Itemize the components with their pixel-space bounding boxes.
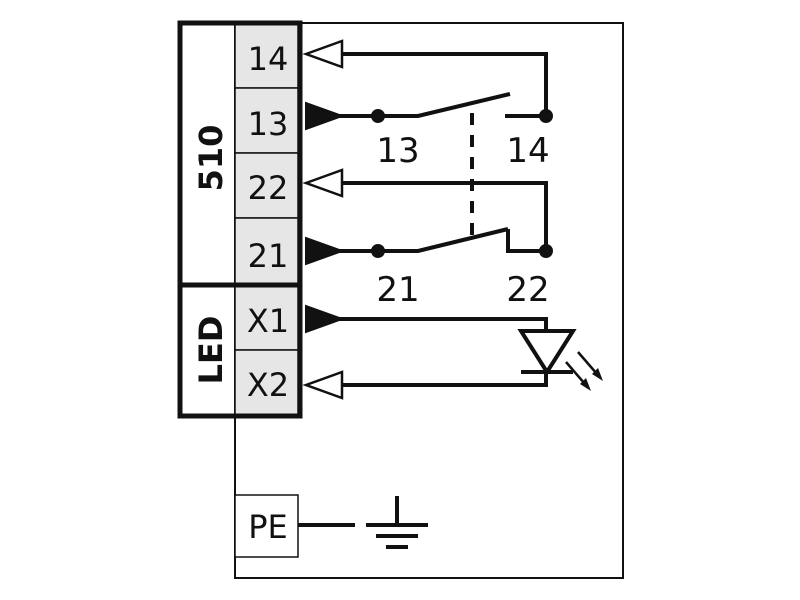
terminal-label-22: 22 bbox=[248, 169, 289, 207]
terminal-x2 bbox=[234, 349, 299, 416]
output-arrow-14 bbox=[302, 39, 344, 69]
contact-label-14: 14 bbox=[506, 131, 549, 171]
contact-node-22 bbox=[539, 244, 553, 258]
terminal-label-pe: PE bbox=[248, 508, 288, 546]
contact-label-22: 22 bbox=[506, 270, 549, 310]
led-circuit bbox=[306, 317, 548, 387]
group-label-510: 510 bbox=[192, 125, 230, 192]
terminal-21 bbox=[234, 217, 299, 286]
terminal-pe bbox=[234, 494, 299, 558]
input-arrow-21 bbox=[305, 236, 345, 266]
terminal-block: 14 13 22 21 X1 X2 bbox=[234, 22, 299, 416]
terminal-13 bbox=[234, 87, 299, 154]
terminal-label-x1: X1 bbox=[247, 302, 289, 340]
contact-node-13 bbox=[371, 109, 385, 123]
group-led-box bbox=[177, 282, 303, 419]
output-arrow-22 bbox=[302, 168, 344, 198]
contact-node-14 bbox=[539, 109, 553, 123]
ground-icon bbox=[366, 496, 428, 549]
terminal-label-x2: X2 bbox=[247, 366, 289, 404]
terminal-label-13: 13 bbox=[248, 105, 289, 143]
contact-label-13: 13 bbox=[376, 131, 419, 171]
input-arrow-x1 bbox=[305, 304, 345, 334]
contact-node-21 bbox=[371, 244, 385, 258]
input-arrow-13 bbox=[305, 101, 345, 131]
contact-label-21: 21 bbox=[376, 270, 419, 310]
terminal-label-14: 14 bbox=[248, 40, 289, 78]
terminal-label-21: 21 bbox=[248, 237, 289, 275]
group-label-led: LED bbox=[192, 316, 230, 385]
output-arrow-x2 bbox=[302, 370, 344, 400]
led-icon bbox=[517, 329, 603, 391]
